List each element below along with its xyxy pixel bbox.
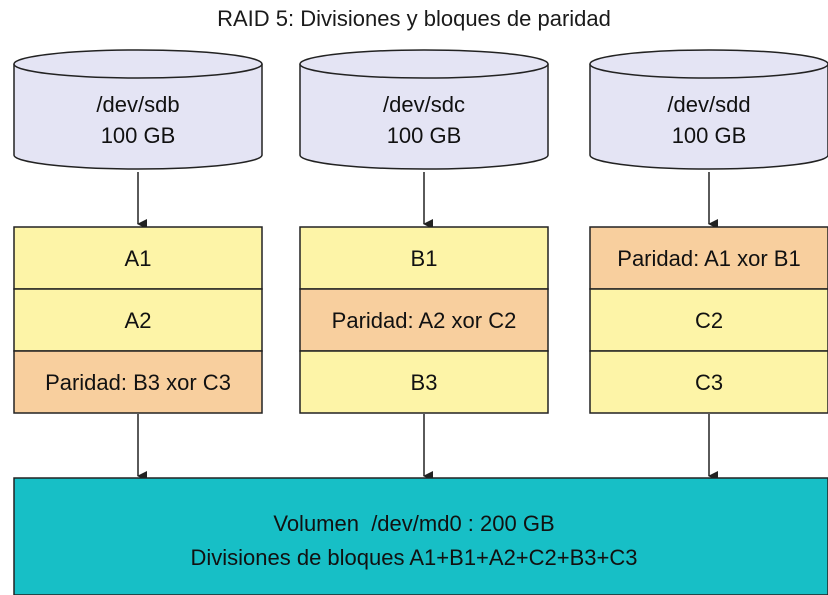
disk-cylinder-top (13, 49, 263, 79)
block-label: C3 (695, 370, 723, 395)
disk-cylinder-body (13, 64, 263, 170)
block-label: Paridad: A1 xor B1 (617, 246, 800, 271)
block-label: Paridad: A2 xor C2 (332, 308, 517, 333)
data-block (13, 288, 263, 352)
data-block (13, 226, 263, 290)
volume-line-2: Divisiones de bloques A1+B1+A2+C2+B3+C3 (190, 545, 637, 570)
disk-cylinder-top (589, 49, 828, 79)
disk-device-label: /dev/sdb (96, 92, 179, 117)
parity-block (13, 350, 263, 414)
data-block (589, 288, 828, 352)
disk-device-label: /dev/sdc (383, 92, 465, 117)
disk-size-label: 100 GB (672, 123, 747, 148)
data-block (589, 350, 828, 414)
disk-cylinder-body (589, 64, 828, 170)
parity-block (299, 288, 549, 352)
diagram-title: RAID 5: Divisiones y bloques de paridad (217, 6, 611, 31)
volume-box (13, 477, 828, 595)
data-block (299, 226, 549, 290)
block-label: A2 (125, 308, 152, 333)
disk-size-label: 100 GB (101, 123, 176, 148)
block-label: B3 (411, 370, 438, 395)
block-label: B1 (411, 246, 438, 271)
disk-device-label: /dev/sdd (667, 92, 750, 117)
disk-size-label: 100 GB (387, 123, 462, 148)
disk-cylinder-body (299, 64, 549, 170)
block-label: A1 (125, 246, 152, 271)
block-label: Paridad: B3 xor C3 (45, 370, 231, 395)
volume-line-1: Volumen /dev/md0 : 200 GB (273, 511, 554, 536)
block-label: C2 (695, 308, 723, 333)
disk-cylinder-top (299, 49, 549, 79)
data-block (299, 350, 549, 414)
